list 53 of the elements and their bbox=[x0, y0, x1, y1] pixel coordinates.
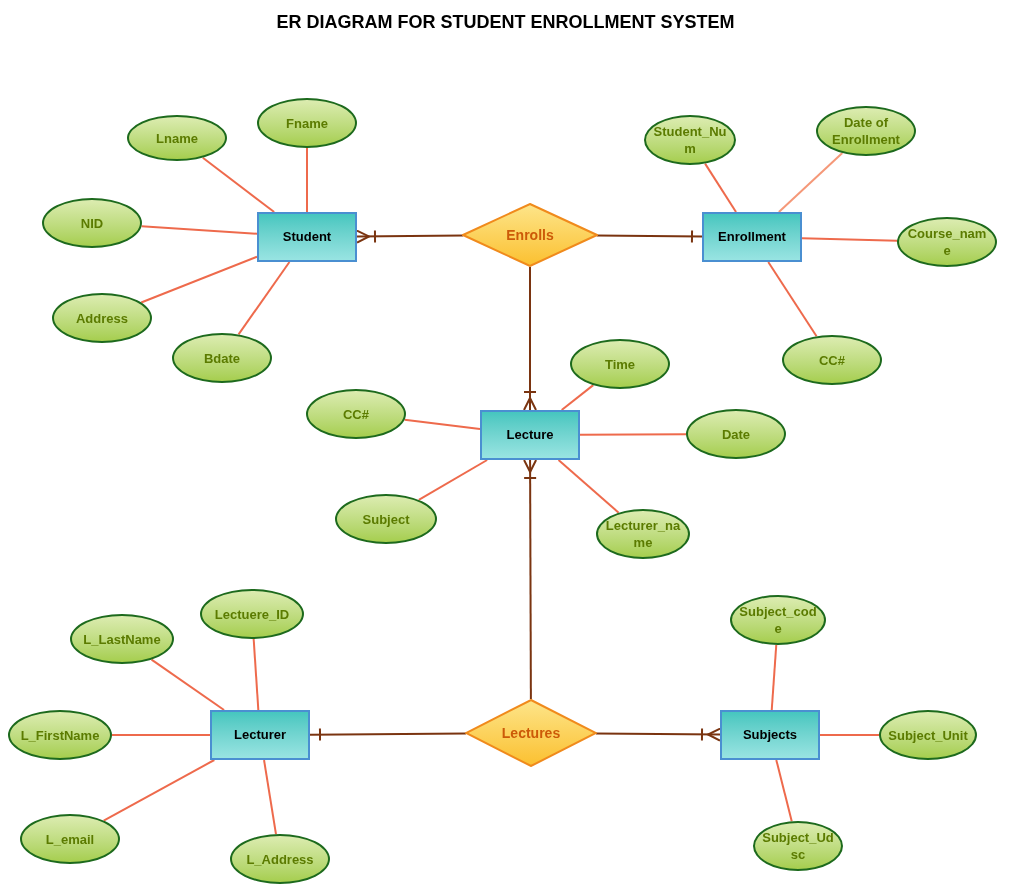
attribute-ellipse: L_Address bbox=[230, 834, 330, 884]
relationship-line bbox=[594, 727, 722, 742]
relationship-diamond: Lectures bbox=[465, 699, 597, 767]
attribute-ellipse: CC# bbox=[306, 389, 406, 439]
attribute-ellipse: L_FirstName bbox=[8, 710, 112, 760]
attribute-ellipse: Subject_Udsc bbox=[753, 821, 843, 871]
attribute-line bbox=[819, 734, 880, 736]
attribute-ellipse: Student_Num bbox=[644, 115, 736, 165]
entity-box: Enrollment bbox=[702, 212, 802, 262]
relationship-line bbox=[595, 229, 703, 244]
entity-box: Lecturer bbox=[210, 710, 310, 760]
attribute-ellipse: Subject bbox=[335, 494, 437, 544]
attribute-line bbox=[102, 759, 216, 822]
attribute-ellipse: Course_name bbox=[897, 217, 997, 267]
attribute-ellipse: Subject_Unit bbox=[879, 710, 977, 760]
attribute-line bbox=[704, 162, 737, 213]
attribute-ellipse: Lecturer_name bbox=[596, 509, 690, 559]
relationship-diamond: Enrolls bbox=[462, 203, 598, 267]
attribute-line bbox=[801, 237, 899, 242]
attribute-line bbox=[770, 644, 778, 711]
attribute-line bbox=[417, 459, 489, 501]
entity-box: Lecture bbox=[480, 410, 580, 460]
attribute-ellipse: Fname bbox=[257, 98, 357, 148]
attribute-ellipse: L_email bbox=[20, 814, 120, 864]
attribute-ellipse: CC# bbox=[782, 335, 882, 385]
entity-box: Subjects bbox=[720, 710, 820, 760]
diagram-title: ER DIAGRAM FOR STUDENT ENROLLMENT SYSTEM bbox=[275, 11, 736, 34]
entity-box: Student bbox=[257, 212, 357, 262]
attribute-line bbox=[111, 734, 211, 736]
attribute-line bbox=[237, 261, 291, 336]
attribute-ellipse: Subject_code bbox=[730, 595, 826, 645]
relationship-line bbox=[523, 266, 537, 411]
relationship-line bbox=[523, 459, 538, 701]
attribute-line bbox=[775, 759, 793, 823]
attribute-ellipse: L_LastName bbox=[70, 614, 174, 664]
attribute-ellipse: Date bbox=[686, 409, 786, 459]
attribute-ellipse: Lname bbox=[127, 115, 227, 161]
attribute-line bbox=[150, 658, 226, 711]
attribute-ellipse: Bdate bbox=[172, 333, 272, 383]
attribute-ellipse: NID bbox=[42, 198, 142, 248]
attribute-line bbox=[767, 261, 818, 338]
attribute-ellipse: Address bbox=[52, 293, 152, 343]
attribute-line bbox=[252, 638, 260, 711]
attribute-line bbox=[140, 225, 258, 235]
attribute-ellipse: Lectuere_ID bbox=[200, 589, 304, 639]
attribute-line bbox=[579, 433, 687, 436]
attribute-line bbox=[403, 418, 481, 430]
attribute-ellipse: Time bbox=[570, 339, 670, 389]
attribute-line bbox=[263, 759, 277, 836]
relationship-line bbox=[309, 727, 467, 742]
attribute-line bbox=[140, 255, 258, 304]
attribute-line bbox=[306, 147, 308, 213]
attribute-ellipse: Date of Enrollment bbox=[816, 106, 916, 156]
